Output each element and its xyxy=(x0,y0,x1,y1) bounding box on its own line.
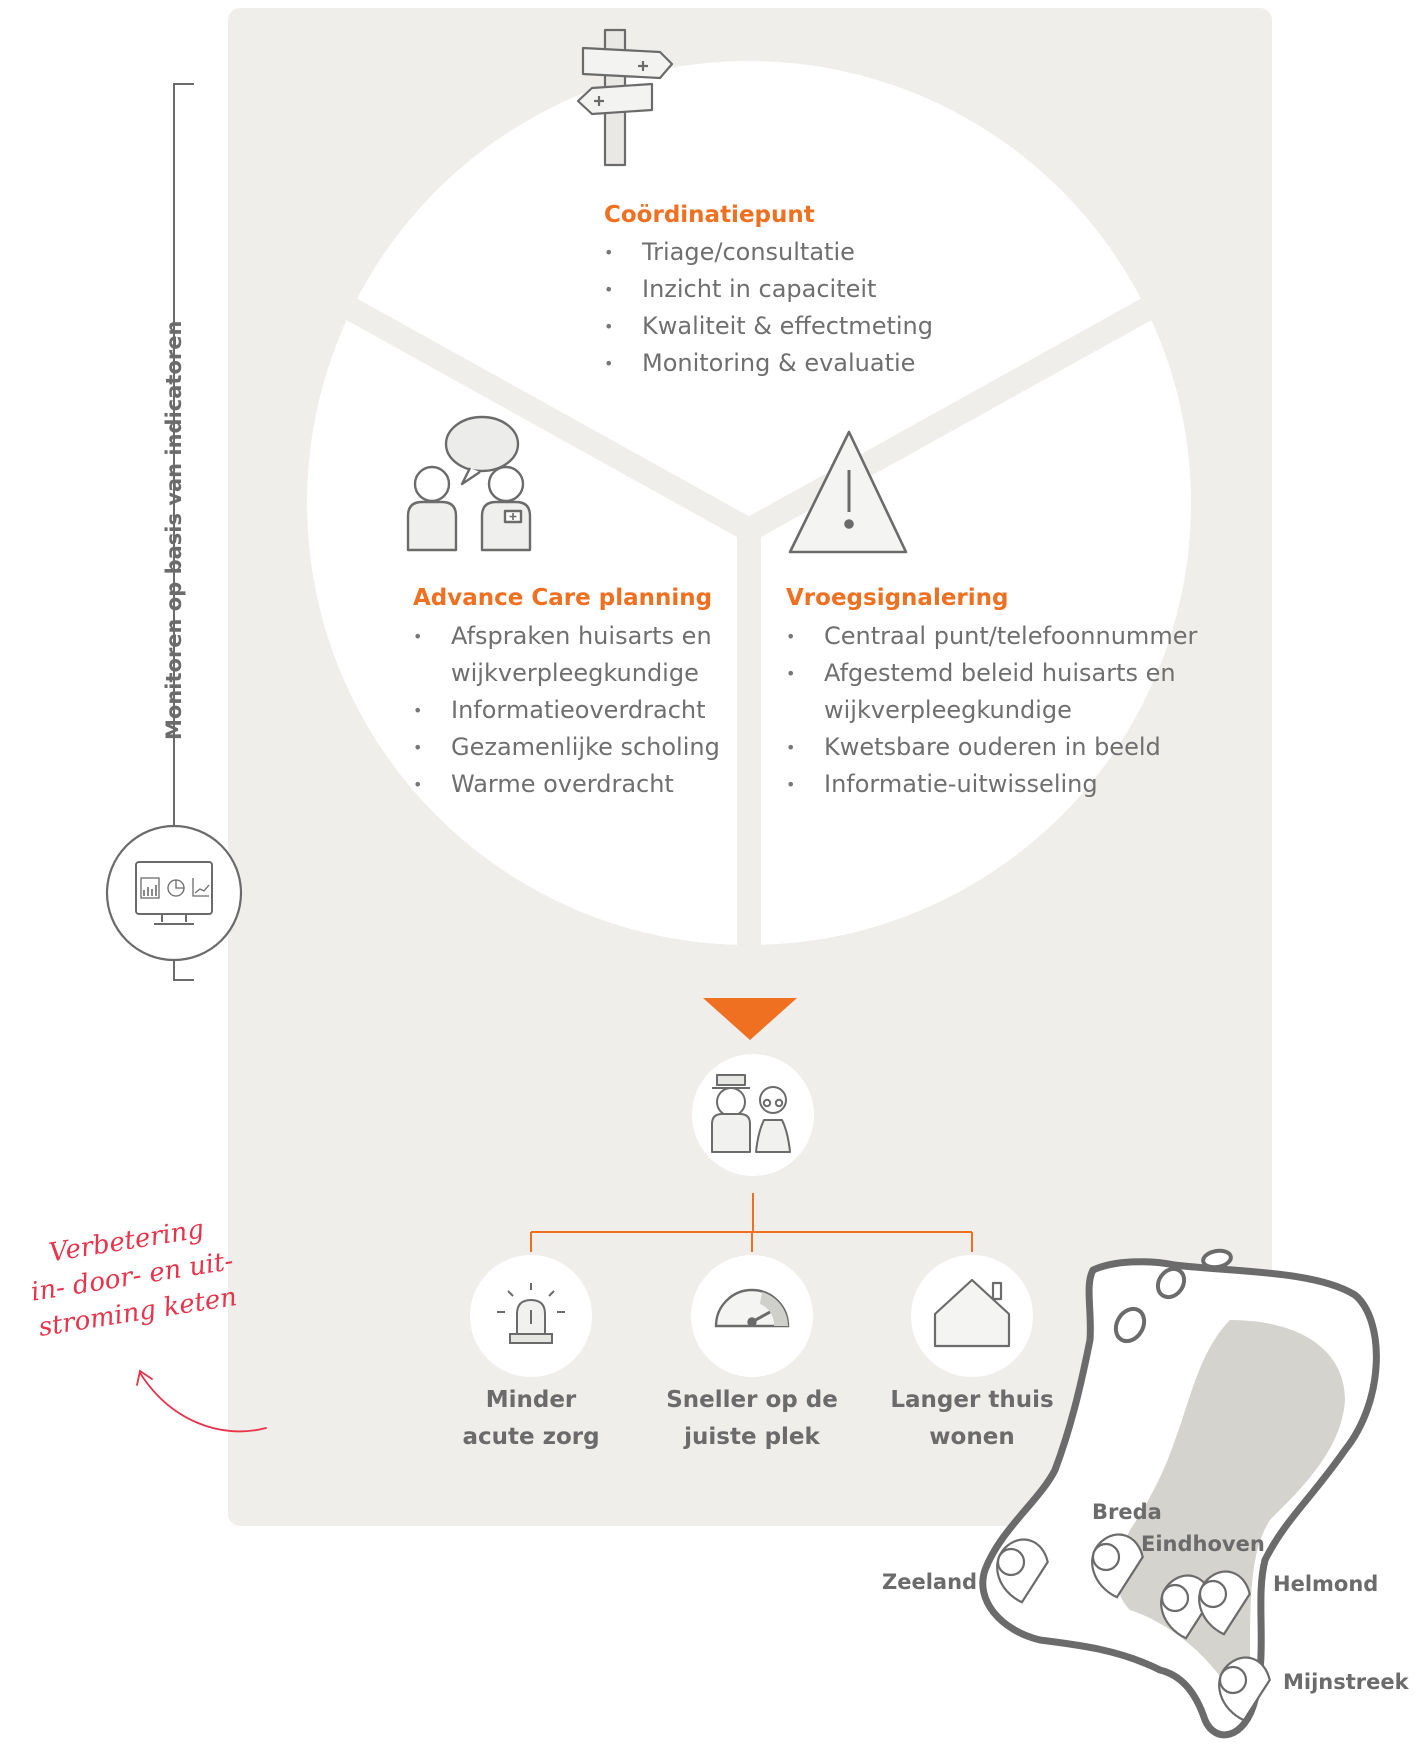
people-speech-icon xyxy=(406,415,532,552)
monitor-bracket xyxy=(173,83,194,981)
outcome-sneller-juiste-plek: Sneller op de juiste plek xyxy=(642,1382,862,1456)
outcome-langer-thuis-wonen: Langer thuis wonen xyxy=(862,1382,1082,1456)
siren-icon xyxy=(470,1255,592,1377)
side-label: Monitoren op basis van indicatoren xyxy=(162,320,186,740)
monitor-icon xyxy=(105,824,243,962)
outcome-line: Langer thuis xyxy=(890,1387,1054,1413)
pin-breda xyxy=(1091,1533,1144,1599)
pin-helmond xyxy=(1198,1570,1251,1636)
vroeg-title: Vroegsignalering xyxy=(786,585,1009,611)
list-item: Gezamenlijke scholing xyxy=(413,729,720,766)
city-breda: Breda xyxy=(1092,1500,1162,1524)
outcome-line: acute zorg xyxy=(462,1424,600,1450)
coordinatie-title: Coördinatiepunt xyxy=(604,202,815,228)
list-item: Triage/consultatie xyxy=(604,234,933,271)
list-item: Afgestemd beleid huisarts en xyxy=(786,655,1197,692)
signpost-icon xyxy=(576,28,674,167)
list-item: Kwaliteit & effectmeting xyxy=(604,308,933,345)
down-arrow xyxy=(703,998,797,1040)
warning-icon xyxy=(788,430,908,554)
region-map xyxy=(979,1248,1380,1739)
list-item: Afspraken huisarts en xyxy=(413,618,720,655)
acp-title: Advance Care planning xyxy=(413,585,713,611)
list-item: wijkverpleegkundige xyxy=(451,659,699,687)
outcome-connector xyxy=(530,1193,973,1252)
city-zeeland: Zeeland xyxy=(882,1570,978,1594)
outcome-minder-acute-zorg: Minder acute zorg xyxy=(421,1382,641,1456)
elderly-couple-icon xyxy=(692,1054,814,1176)
coordinatie-list: Triage/consultatie Inzicht in capaciteit… xyxy=(604,234,933,382)
city-mijnstreek: Mijnstreek xyxy=(1283,1670,1409,1694)
acp-list: Afspraken huisarts en wijkverpleegkundig… xyxy=(413,618,720,803)
pin-mijnstreek xyxy=(1218,1656,1271,1722)
pin-eindhoven xyxy=(1160,1574,1213,1640)
house-icon xyxy=(911,1255,1033,1377)
list-item: Monitoring & evaluatie xyxy=(604,345,933,382)
list-item: Kwetsbare ouderen in beeld xyxy=(786,729,1197,766)
outcome-line: wonen xyxy=(929,1424,1015,1450)
list-item: Inzicht in capaciteit xyxy=(604,271,933,308)
pin-zeeland xyxy=(996,1538,1049,1604)
list-item: Informatie-uitwisseling xyxy=(786,766,1197,803)
outcome-line: Minder xyxy=(485,1387,577,1413)
map-pins xyxy=(996,1533,1271,1722)
outcome-line: juiste plek xyxy=(684,1424,820,1450)
city-helmond: Helmond xyxy=(1273,1572,1379,1596)
handwritten-arrow xyxy=(136,1369,267,1433)
outcome-line: Sneller op de xyxy=(666,1387,838,1413)
list-item: wijkverpleegkundige xyxy=(824,696,1072,724)
city-eindhoven: Eindhoven xyxy=(1141,1532,1265,1556)
vroeg-list: Centraal punt/telefoonnummer Afgestemd b… xyxy=(786,618,1197,803)
list-item: Centraal punt/telefoonnummer xyxy=(786,618,1197,655)
speedometer-icon xyxy=(691,1255,813,1377)
list-item: Informatieoverdracht xyxy=(413,692,720,729)
list-item: Warme overdracht xyxy=(413,766,720,803)
pie-dividers xyxy=(329,289,1169,960)
